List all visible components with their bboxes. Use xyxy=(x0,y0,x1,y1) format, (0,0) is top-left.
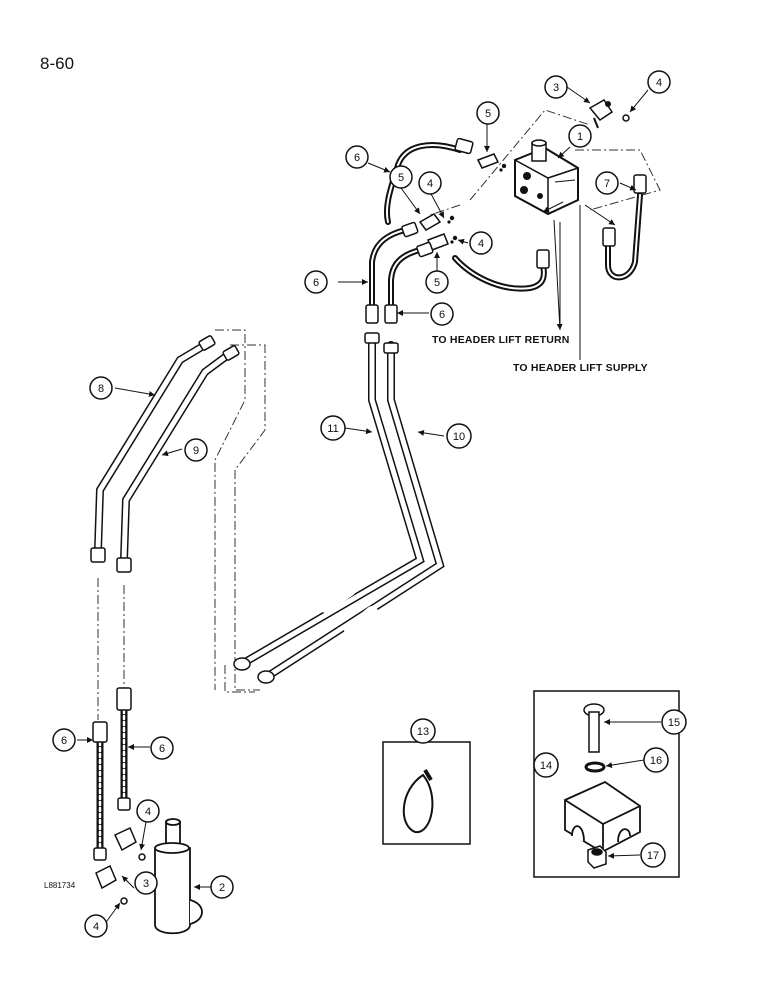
svg-text:9: 9 xyxy=(193,445,199,457)
tubes-10-11 xyxy=(236,336,445,682)
washer xyxy=(584,761,606,773)
svg-text:6: 6 xyxy=(61,735,67,747)
callout-3-top: 3 xyxy=(544,75,568,99)
fitting-5-b xyxy=(418,213,442,231)
svg-text:14: 14 xyxy=(540,760,552,772)
hose-clamp xyxy=(402,768,434,834)
callout-4-bottom: 4 xyxy=(84,914,108,938)
lift-cylinder xyxy=(154,818,203,935)
svg-text:6: 6 xyxy=(159,743,165,755)
svg-text:13: 13 xyxy=(417,726,429,738)
svg-text:1: 1 xyxy=(577,131,583,143)
svg-text:4: 4 xyxy=(145,806,151,818)
clamp-panel xyxy=(382,741,471,845)
svg-text:4: 4 xyxy=(656,77,662,89)
svg-text:8: 8 xyxy=(98,383,104,395)
svg-text:6: 6 xyxy=(439,309,445,321)
lock-nut xyxy=(587,845,607,869)
callout-4-mid: 4 xyxy=(418,171,442,195)
callout-6-top: 6 xyxy=(345,145,369,169)
callout-6-right: 6 xyxy=(430,302,454,326)
callout-8: 8 xyxy=(89,376,113,400)
callout-7: 7 xyxy=(595,171,619,195)
callout-6-lower-left: 6 xyxy=(52,728,76,752)
callout-5-low: 5 xyxy=(425,270,449,294)
callout-6-lower-right: 6 xyxy=(150,736,174,760)
figure-code: L881734 xyxy=(44,881,76,890)
svg-text:4: 4 xyxy=(478,238,484,250)
valve-block xyxy=(514,139,579,216)
tubes-8-9 xyxy=(94,341,232,564)
callout-5-top: 5 xyxy=(476,101,500,125)
callout-15: 15 xyxy=(661,709,687,735)
note-header-lift-return: TO HEADER LIFT RETURN xyxy=(432,334,570,346)
hose-ends xyxy=(365,137,647,324)
hoses xyxy=(369,142,643,308)
svg-text:6: 6 xyxy=(354,152,360,164)
elbow-fitting-top xyxy=(588,99,614,129)
svg-text:6: 6 xyxy=(313,277,319,289)
mount-block xyxy=(564,780,641,854)
fitting-5-a xyxy=(476,153,500,169)
o-ring-top xyxy=(622,114,630,122)
svg-text:10: 10 xyxy=(453,431,465,443)
lower-hoses xyxy=(96,706,128,854)
svg-text:7: 7 xyxy=(604,178,610,190)
phantom-lines xyxy=(97,109,661,720)
svg-text:5: 5 xyxy=(434,277,440,289)
callout-9: 9 xyxy=(184,438,208,462)
svg-text:16: 16 xyxy=(650,755,662,767)
svg-text:11: 11 xyxy=(327,423,338,435)
callout-1: 1 xyxy=(568,124,592,148)
page-number: 8-60 xyxy=(40,54,75,73)
callout-11: 11 xyxy=(320,415,346,441)
callout-4-cyl: 4 xyxy=(136,799,160,823)
callout-16: 16 xyxy=(643,747,669,773)
callout-10: 10 xyxy=(446,423,472,449)
note-header-lift-supply: TO HEADER LIFT SUPPLY xyxy=(513,362,648,374)
callout-3-bottom: 3 xyxy=(134,871,158,895)
callout-4-top: 4 xyxy=(647,70,671,94)
callout-14: 14 xyxy=(533,752,559,778)
callout-6-left: 6 xyxy=(304,270,328,294)
svg-text:5: 5 xyxy=(485,108,491,120)
svg-text:4: 4 xyxy=(93,921,99,933)
callout-17: 17 xyxy=(640,842,666,868)
svg-text:5: 5 xyxy=(398,172,404,184)
svg-text:4: 4 xyxy=(427,178,433,190)
svg-text:2: 2 xyxy=(219,882,225,894)
callout-13: 13 xyxy=(410,718,436,744)
bolt xyxy=(583,703,605,753)
svg-text:3: 3 xyxy=(553,82,559,94)
svg-text:17: 17 xyxy=(647,850,659,862)
svg-text:15: 15 xyxy=(668,717,680,729)
callout-4-right: 4 xyxy=(469,231,493,255)
callout-2: 2 xyxy=(210,875,234,899)
callout-5-mid: 5 xyxy=(389,165,413,189)
svg-text:3: 3 xyxy=(143,878,149,890)
